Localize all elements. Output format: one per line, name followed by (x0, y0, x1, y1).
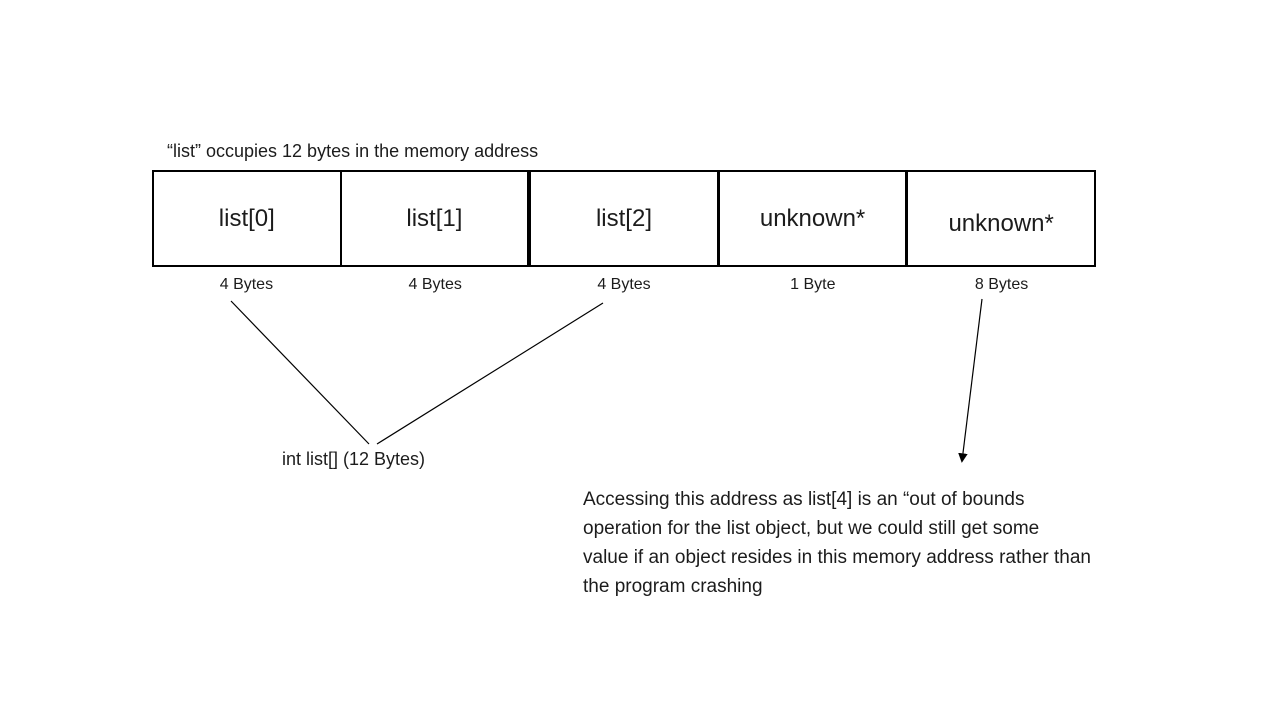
byte-size-label: 8 Bytes (974, 276, 1029, 293)
byte-size-label: 4 Bytes (597, 276, 651, 293)
memory-cell-unknown2: unknown* (905, 172, 1094, 265)
annotation-line: the program crashing (583, 576, 763, 597)
memory-cell-label: list[0] (218, 204, 275, 232)
memory-cell-list2: list[2] (527, 172, 717, 265)
annotation-text: Accessing this address as list[4] is an … (583, 485, 1091, 601)
memory-box-row: list[0] list[1] list[2] unknown* unknown… (152, 170, 1096, 267)
annotation-line: value if an object resides in this memor… (583, 547, 1091, 568)
int-list-group-label: int list[] (12 Bytes) (282, 449, 426, 469)
connector-line-right (376, 302, 604, 445)
memory-cell-unknown1: unknown* (716, 172, 906, 265)
annotation-line: Accessing this address as list[4] is an … (583, 489, 1025, 510)
byte-size-row: 4 Bytes 4 Bytes 4 Bytes 1 Byte 8 Bytes (152, 276, 1096, 294)
byte-size-label: 4 Bytes (408, 276, 462, 293)
memory-cell-list0: list[0] (154, 172, 340, 265)
memory-cell-list1: list[1] (339, 172, 528, 265)
connector-line-left (230, 300, 370, 445)
memory-cell-label: unknown* (759, 204, 866, 232)
down-arrow (958, 298, 983, 463)
memory-cell-label: unknown* (948, 209, 1054, 237)
memory-cell-label: list[1] (406, 204, 463, 232)
byte-size-label: 1 Byte (790, 276, 836, 293)
memory-cell-label: list[2] (595, 204, 652, 232)
memory-caption-title: “list” occupies 12 bytes in the memory a… (167, 141, 539, 161)
byte-size-label: 4 Bytes (219, 276, 274, 293)
annotation-line: operation for the list object, but we co… (583, 518, 1040, 539)
